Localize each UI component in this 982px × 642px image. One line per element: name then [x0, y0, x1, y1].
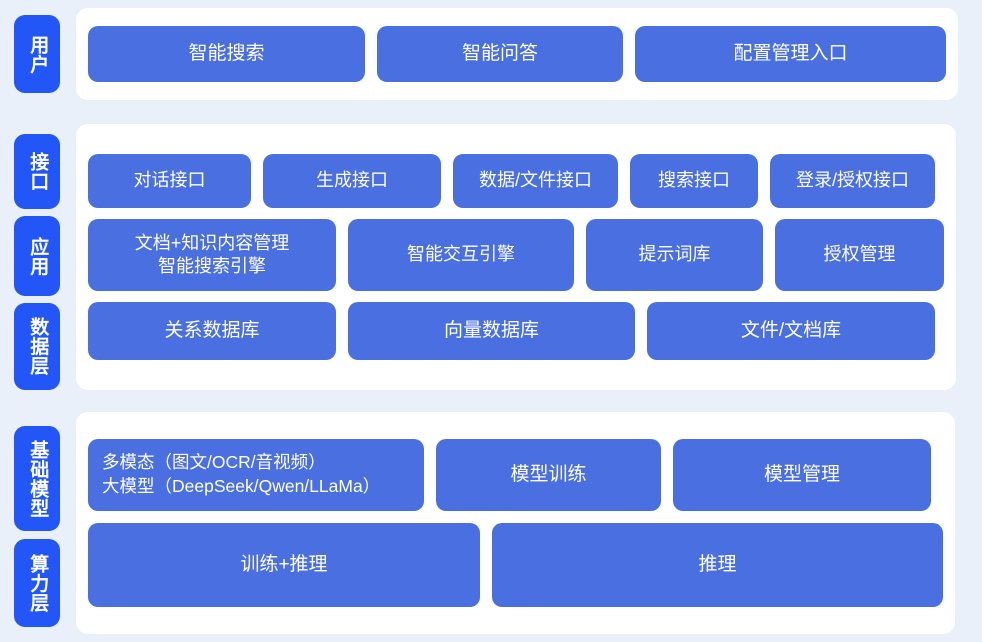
band-mid-panel: 对话接口 生成接口 数据/文件接口 搜索接口 登录/授权接口 文档+知识内容管理…: [76, 124, 956, 390]
layer-label-user: 用户: [14, 15, 60, 93]
layer-label-foundation-model: 基础模型: [14, 426, 60, 531]
card-document-knowledge-management[interactable]: 文档+知识内容管理 智能搜索引擎: [88, 219, 336, 291]
card-generation-interface[interactable]: 生成接口: [263, 154, 441, 208]
card-login-auth-interface[interactable]: 登录/授权接口: [770, 154, 935, 208]
layer-label-interface: 接口: [14, 134, 60, 210]
band-user-panel: 智能搜索 智能问答 配置管理入口: [76, 8, 958, 100]
application-row: 文档+知识内容管理 智能搜索引擎 智能交互引擎 提示词库 授权管理: [88, 219, 944, 291]
card-vector-database[interactable]: 向量数据库: [348, 302, 635, 360]
compute-row: 训练+推理 推理: [88, 523, 943, 607]
band-user: 用户 智能搜索 智能问答 配置管理入口: [0, 8, 966, 100]
card-model-management[interactable]: 模型管理: [673, 439, 931, 511]
card-authorization-management[interactable]: 授权管理: [775, 219, 944, 291]
card-smart-qa[interactable]: 智能问答: [377, 26, 623, 82]
foundation-model-row: 多模态（图文/OCR/音视频） 大模型（DeepSeek/Qwen/LLaMa）…: [88, 439, 943, 511]
card-dialogue-interface[interactable]: 对话接口: [88, 154, 251, 208]
card-file-document-store[interactable]: 文件/文档库: [647, 302, 935, 360]
data-row: 关系数据库 向量数据库 文件/文档库: [88, 302, 944, 360]
card-smart-search[interactable]: 智能搜索: [88, 26, 365, 82]
layer-label-data: 数据层: [14, 302, 60, 390]
band-user-row: 智能搜索 智能问答 配置管理入口: [88, 26, 946, 82]
card-inference[interactable]: 推理: [492, 523, 943, 607]
layer-label-compute: 算力层: [14, 539, 60, 627]
card-prompt-library[interactable]: 提示词库: [586, 219, 763, 291]
card-data-file-interface[interactable]: 数据/文件接口: [453, 154, 618, 208]
layer-label-application: 应用: [14, 216, 60, 296]
band-base-label-column: 基础模型 算力层: [0, 412, 66, 634]
card-smart-interaction-engine[interactable]: 智能交互引擎: [348, 219, 574, 291]
card-model-training[interactable]: 模型训练: [436, 439, 661, 511]
card-training-inference[interactable]: 训练+推理: [88, 523, 480, 607]
band-interface-application-data: 接口 应用 数据层 对话接口 生成接口 数据/文件接口 搜索接口 登录/授权接口…: [0, 124, 964, 390]
interface-row: 对话接口 生成接口 数据/文件接口 搜索接口 登录/授权接口: [88, 154, 944, 208]
band-base-panel: 多模态（图文/OCR/音视频） 大模型（DeepSeek/Qwen/LLaMa）…: [76, 412, 955, 634]
card-multimodal-large-model[interactable]: 多模态（图文/OCR/音视频） 大模型（DeepSeek/Qwen/LLaMa）: [88, 439, 424, 511]
card-relational-database[interactable]: 关系数据库: [88, 302, 336, 360]
band-foundation-compute: 基础模型 算力层 多模态（图文/OCR/音视频） 大模型（DeepSeek/Qw…: [0, 412, 963, 634]
band-mid-label-column: 接口 应用 数据层: [0, 124, 66, 390]
card-config-management-entry[interactable]: 配置管理入口: [635, 26, 946, 82]
band-user-label-column: 用户: [0, 8, 66, 100]
card-search-interface[interactable]: 搜索接口: [630, 154, 758, 208]
